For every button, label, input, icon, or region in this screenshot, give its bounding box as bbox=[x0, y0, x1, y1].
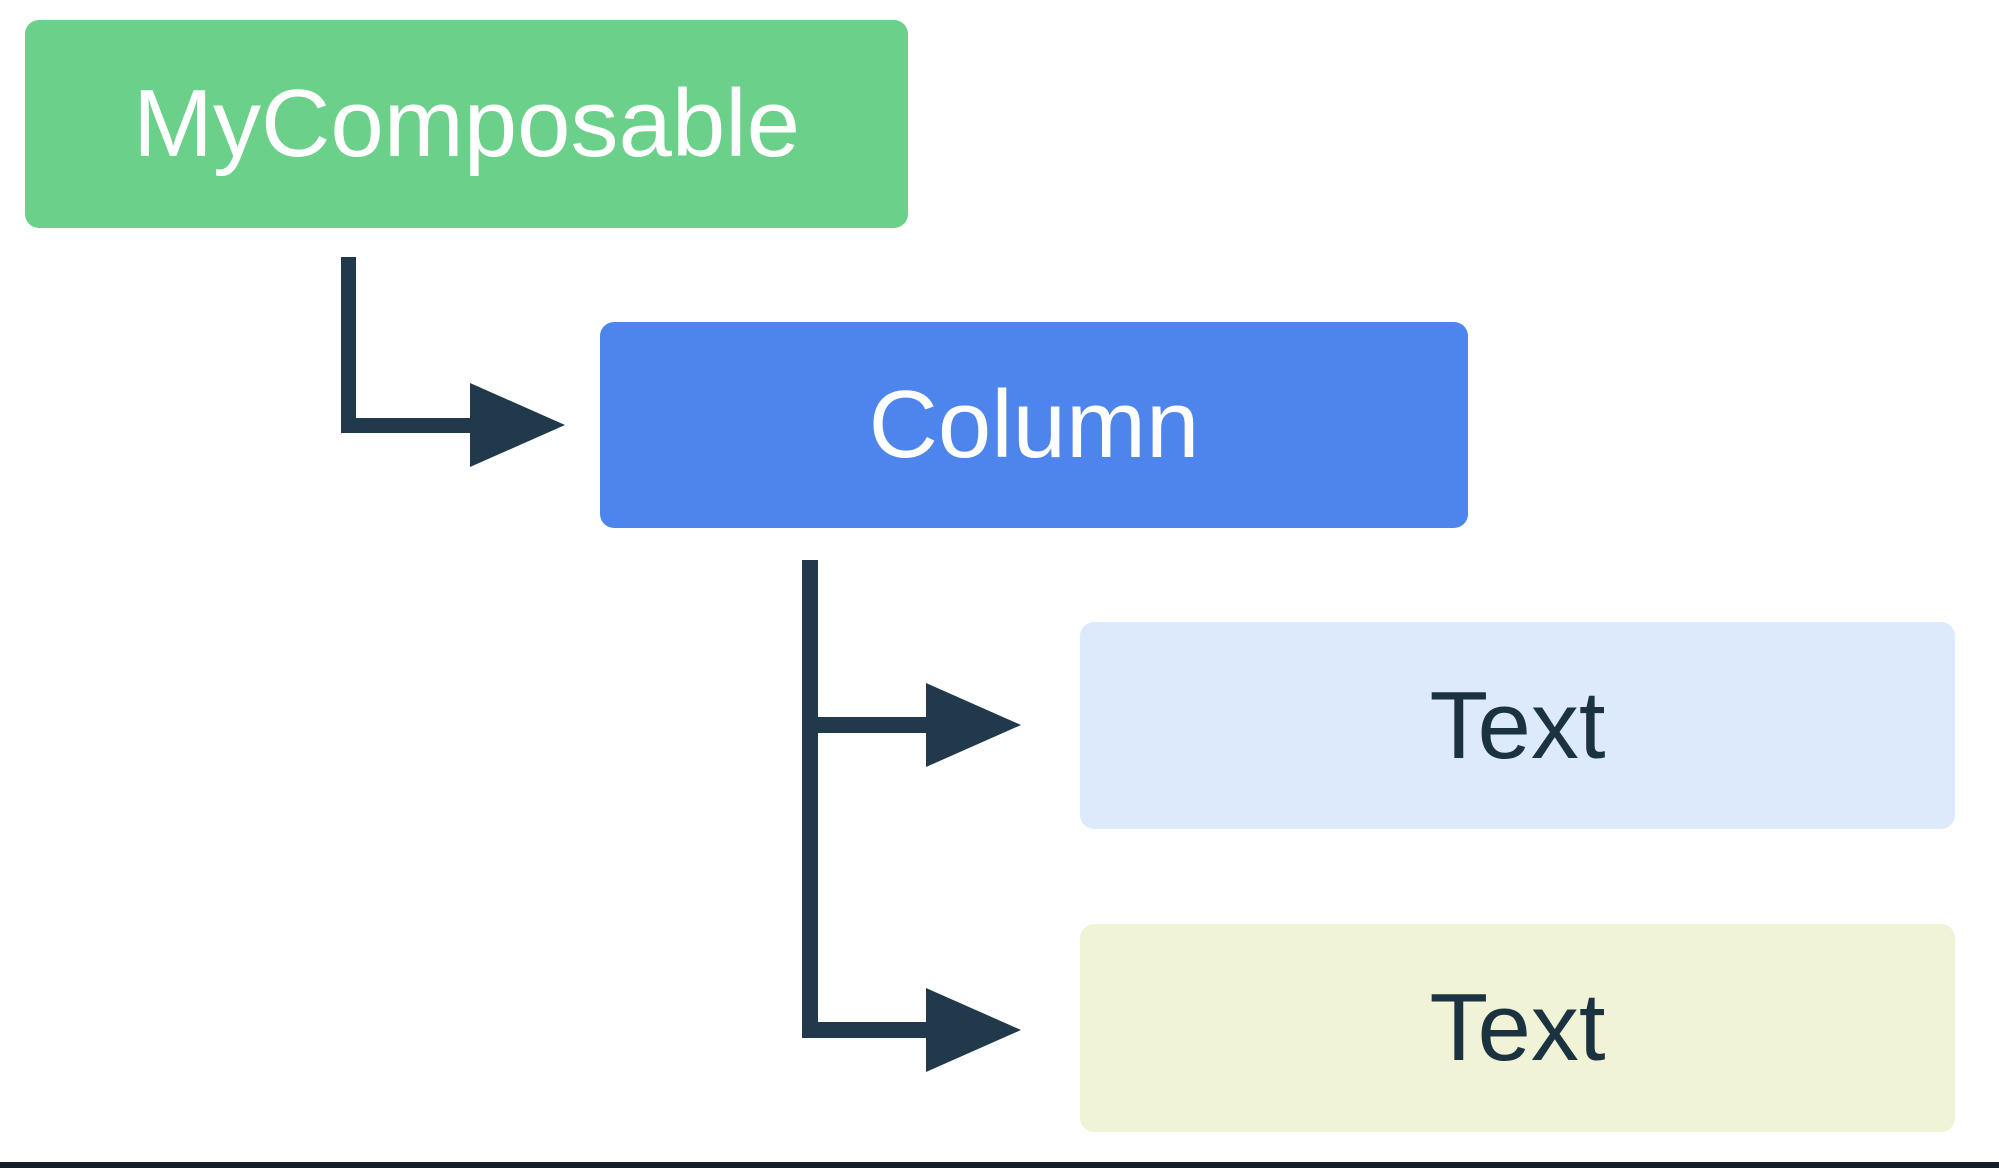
node-text-1: Text bbox=[1080, 622, 1955, 829]
arrow-right-icon bbox=[926, 988, 1021, 1072]
edge-column-text-1-horizontal-segment bbox=[802, 717, 930, 733]
page-bottom-border bbox=[0, 1162, 1999, 1168]
node-text-2-label: Text bbox=[1429, 974, 1606, 1081]
node-mycomposable-label: MyComposable bbox=[133, 70, 800, 177]
edge-mycomposable-column-vertical-segment bbox=[341, 257, 356, 433]
arrow-right-icon bbox=[470, 383, 565, 467]
edge-mycomposable-column-horizontal-segment bbox=[341, 418, 476, 433]
arrow-right-icon bbox=[926, 683, 1021, 767]
node-text-2: Text bbox=[1080, 924, 1955, 1132]
edge-column-children-vertical-trunk bbox=[802, 560, 818, 1038]
node-text-1-label: Text bbox=[1429, 671, 1606, 779]
node-column: Column bbox=[600, 322, 1468, 528]
node-mycomposable: MyComposable bbox=[25, 20, 908, 228]
node-column-label: Column bbox=[868, 371, 1200, 478]
edge-column-text-2-horizontal-segment bbox=[802, 1022, 930, 1038]
